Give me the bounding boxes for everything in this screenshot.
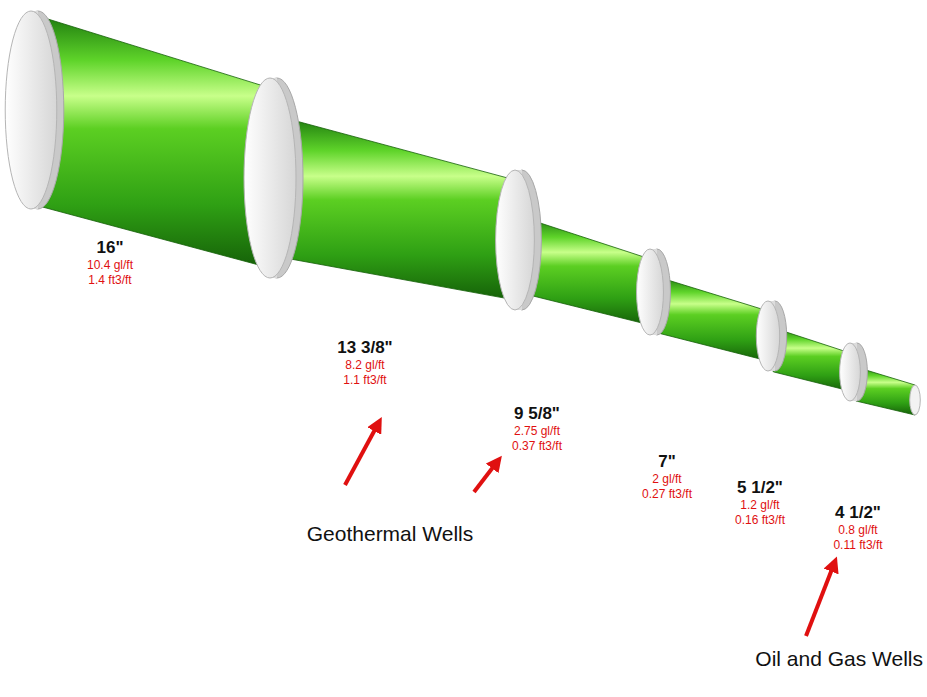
casing-size: 4 1/2" (835, 503, 881, 523)
casing-size: 9 5/8" (514, 404, 560, 424)
well-type-label: Geothermal Wells (307, 522, 474, 546)
flange-face (637, 249, 664, 335)
red-arrow (345, 424, 378, 485)
casing-size: 16" (97, 238, 124, 258)
casing-size: 5 1/2" (737, 478, 783, 498)
capacity-value: 1.1 ft3/ft (343, 374, 386, 388)
casing-end (910, 385, 921, 415)
red-arrow (806, 564, 834, 636)
flange-face (496, 170, 535, 310)
casing-section (271, 118, 541, 310)
casing-size: 13 3/8" (337, 338, 392, 358)
flange-face (840, 343, 861, 401)
capacity-value: 1.2 gl/ft (740, 499, 779, 513)
capacity-value: 2.75 gl/ft (514, 425, 560, 439)
capacity-value: 1.4 ft3/ft (88, 274, 131, 288)
flange-face (756, 301, 779, 371)
flange-face (244, 78, 296, 278)
casing-section (5, 11, 303, 278)
capacity-value: 8.2 gl/ft (345, 359, 384, 373)
red-arrow (474, 462, 497, 492)
casing-body (271, 118, 527, 300)
flange-face (5, 11, 57, 209)
capacity-value: 0.16 ft3/ft (735, 514, 785, 528)
capacity-value: 2 gl/ft (652, 473, 681, 487)
casing-size: 7" (658, 452, 676, 472)
casing-section (652, 277, 786, 371)
capacity-value: 0.8 gl/ft (838, 524, 877, 538)
capacity-value: 10.4 gl/ft (87, 259, 133, 273)
capacity-value: 0.11 ft3/ft (833, 539, 882, 553)
well-type-label: Oil and Gas Wells (755, 647, 923, 671)
capacity-value: 0.27 ft3/ft (642, 488, 692, 502)
capacity-value: 0.37 ft3/ft (512, 440, 562, 454)
